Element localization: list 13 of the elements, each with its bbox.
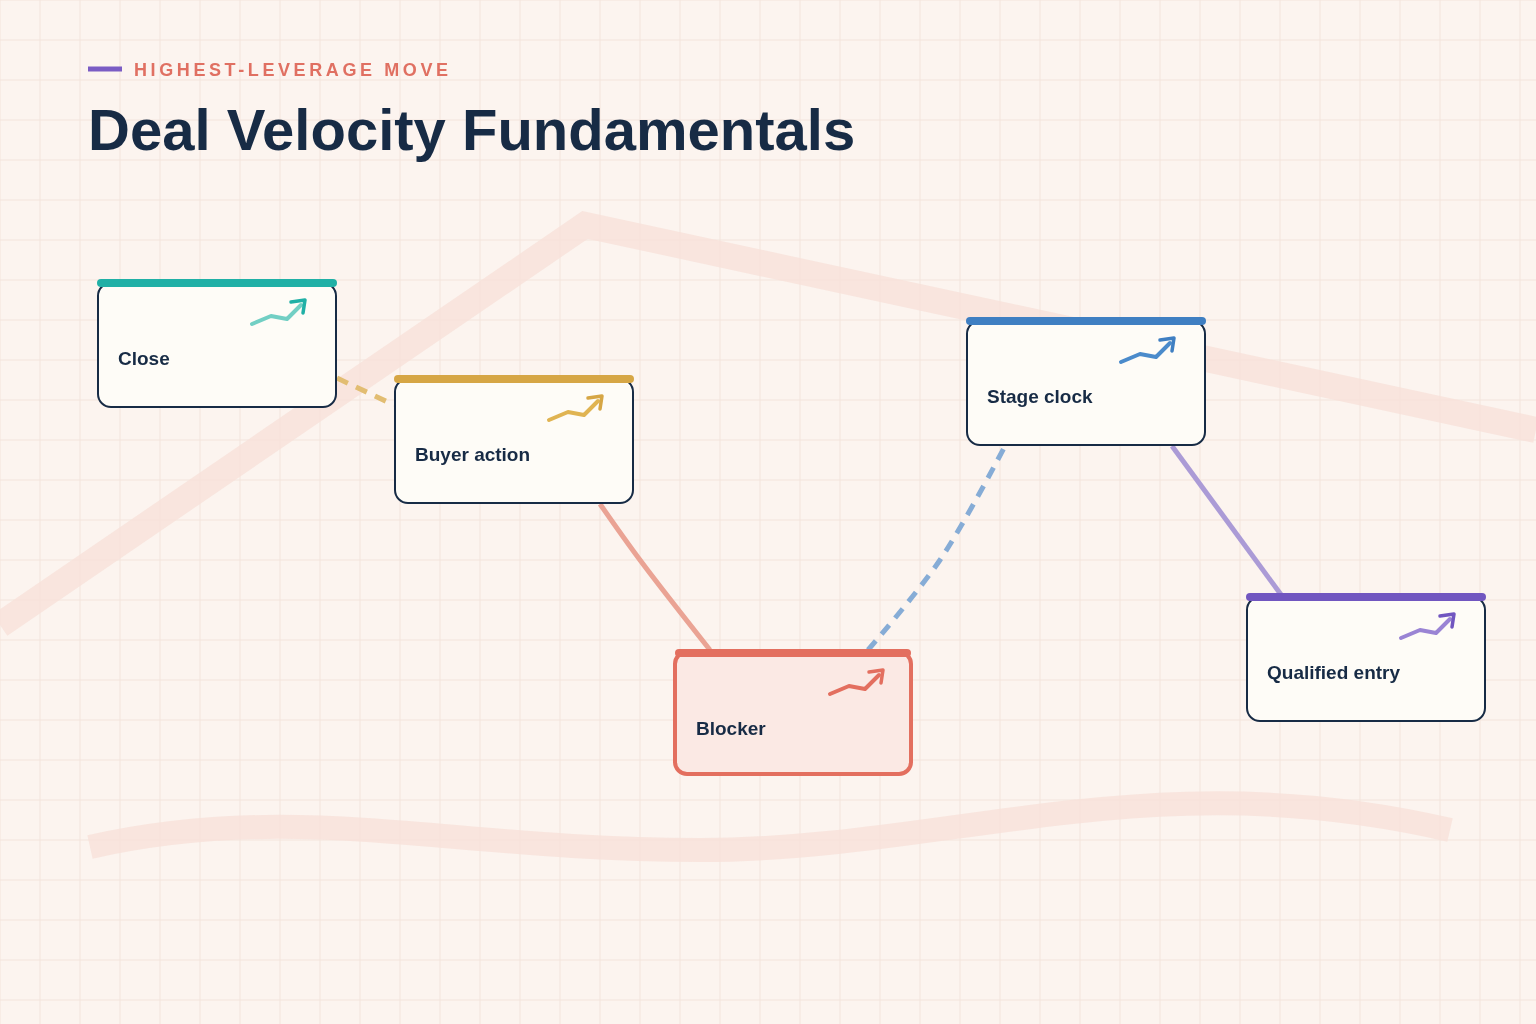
stage-label: Stage clock <box>987 386 1093 408</box>
stage-card <box>394 378 634 504</box>
stage-card <box>1246 596 1486 722</box>
stage-card <box>97 282 337 408</box>
stage-label: Qualified entry <box>1267 662 1401 684</box>
stage-label: Close <box>118 348 170 370</box>
stage-label: Buyer action <box>415 444 531 466</box>
stage-label: Blocker <box>696 718 766 740</box>
eyebrow-label: HIGHEST-LEVERAGE MOVE <box>134 60 452 81</box>
stage-card <box>966 320 1206 446</box>
diagram-title: Deal Velocity Fundamentals <box>88 96 856 163</box>
stage-card <box>673 650 913 776</box>
connector-line <box>597 502 712 652</box>
